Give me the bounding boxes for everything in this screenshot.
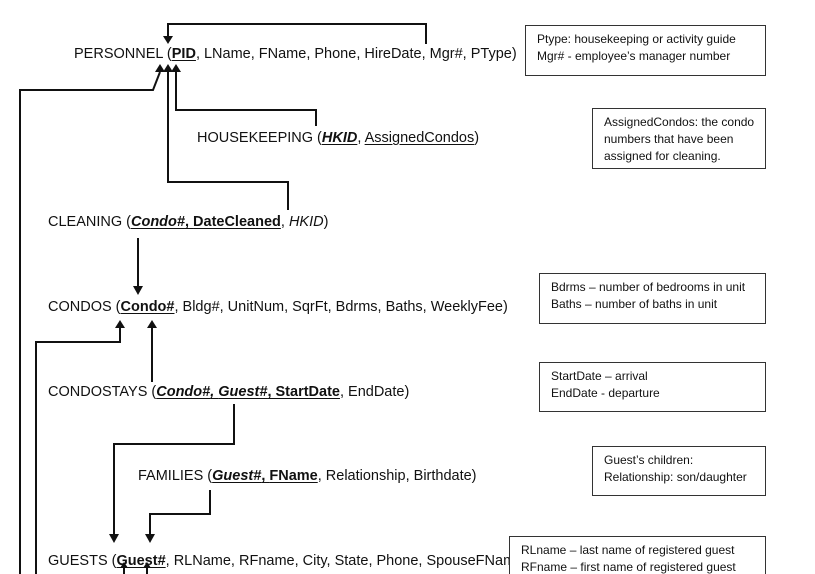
condostays-name: CONDOSTAYS <box>48 384 148 400</box>
cleaning-to-personnel-connector <box>167 72 289 210</box>
housekeeping-note: AssignedCondos: the condo numbers that h… <box>592 108 766 169</box>
families-relation: FAMILIES (Guest#, FName, Relationship, B… <box>138 468 477 484</box>
condos-note-line-2: Baths – number of baths in unit <box>551 297 718 311</box>
cleaning-key-sep: , <box>184 214 194 230</box>
personnel-attributes: , LName, FName, Phone, HireDate, Mgr#, P… <box>195 46 517 62</box>
condostays-note-line-1: StartDate – arrival <box>551 369 648 383</box>
cleaning-close: ) <box>323 214 329 230</box>
mgr-to-pid-arrowhead <box>163 36 173 44</box>
housekeeping-key: HKID <box>321 130 358 146</box>
guests-to-condos-arrowhead <box>115 320 125 328</box>
housekeeping-close: ) <box>474 130 480 146</box>
condos-note: Bdrms – number of bedrooms in unit Baths… <box>539 273 766 324</box>
housekeeping-note-line-1: AssignedCondos: the condo <box>604 115 755 129</box>
housekeeping-relation: HOUSEKEEPING (HKID, AssignedCondos) <box>197 130 480 146</box>
guests-note: RLname – last name of registered guest R… <box>509 536 766 574</box>
families-note-line-2: Relationship: son/daughter <box>604 470 747 484</box>
guests-to-condos-connector <box>35 328 121 574</box>
personnel-key: PID <box>171 46 196 62</box>
families-note: Guest’s children: Relationship: son/daug… <box>592 446 766 496</box>
cleaning-sep2: , <box>280 214 289 230</box>
mgr-to-pid-connector <box>167 23 427 44</box>
condostays-key-startdate: StartDate <box>275 384 340 400</box>
cleaning-to-condos-arrowhead <box>133 286 143 295</box>
condostays-key-condo: Condo# <box>156 384 211 400</box>
cleaning-to-personnel-arrowhead <box>163 64 173 72</box>
families-key-fname: FName <box>269 468 318 484</box>
condostays-key-guest: Guest# <box>218 384 268 400</box>
guests-to-personnel-arrowhead <box>155 64 165 72</box>
condos-attributes: , Bldg#, UnitNum, SqrFt, Bdrms, Baths, W… <box>174 299 508 315</box>
cleaning-fk-hkid: HKID <box>288 214 324 230</box>
housekeeping-to-personnel-connector <box>175 72 317 126</box>
cleaning-name: CLEANING <box>48 214 123 230</box>
families-attributes: , Relationship, Birthdate) <box>317 468 477 484</box>
families-to-guests-arrowhead <box>145 534 155 543</box>
guests-note-line-1: RLname – last name of registered guest <box>521 543 735 557</box>
condostays-to-guests-arrowhead <box>109 534 119 543</box>
guests-to-personnel-connector <box>19 71 161 574</box>
condostays-to-guests-connector <box>113 404 235 534</box>
housekeeping-sep: , <box>357 130 365 146</box>
condos-note-line-1: Bdrms – number of bedrooms in unit <box>551 280 746 294</box>
condos-relation: CONDOS (Condo#, Bldg#, UnitNum, SqrFt, B… <box>48 299 508 315</box>
guests-key-stub-1-arrowhead <box>120 562 128 568</box>
condostays-key-sep2: , <box>267 384 276 400</box>
condostays-note-line-2: EndDate - departure <box>551 386 660 400</box>
personnel-note-line-1: Ptype: housekeeping or activity guide <box>537 32 736 46</box>
families-key-sep: , <box>261 468 270 484</box>
personnel-name: PERSONNEL <box>74 46 163 62</box>
condostays-attributes: , EndDate) <box>339 384 410 400</box>
guests-note-line-2: RFname – first name of registered guest <box>521 560 736 574</box>
guests-key-stub-2-arrowhead <box>143 562 151 568</box>
guests-key: Guest# <box>116 553 166 569</box>
housekeeping-assigned-condos: AssignedCondos <box>364 130 475 146</box>
guests-relation: GUESTS (Guest#, RLName, RFname, City, St… <box>48 553 529 569</box>
housekeeping-note-line-3: assigned for cleaning. <box>604 149 721 163</box>
condostays-note: StartDate – arrival EndDate - departure <box>539 362 766 412</box>
personnel-relation: PERSONNEL (PID, LName, FName, Phone, Hir… <box>74 46 517 62</box>
families-note-line-1: Guest’s children: <box>604 453 694 467</box>
housekeeping-to-personnel-arrowhead <box>171 64 181 72</box>
guests-name: GUESTS <box>48 553 108 569</box>
families-name: FAMILIES <box>138 468 204 484</box>
condostays-to-condos-arrowhead <box>147 320 157 328</box>
condostays-relation: CONDOSTAYS (Condo#, Guest#, StartDate, E… <box>48 384 410 400</box>
housekeeping-note-line-2: numbers that have been <box>604 132 734 146</box>
families-to-guests-connector <box>149 490 211 534</box>
condos-key: Condo# <box>120 299 175 315</box>
families-key-guest: Guest# <box>212 468 262 484</box>
condostays-key-sep1: , <box>210 384 219 400</box>
condos-name: CONDOS <box>48 299 112 315</box>
personnel-note-line-2: Mgr# - employee’s manager number <box>537 49 731 63</box>
personnel-note: Ptype: housekeeping or activity guide Mg… <box>525 25 766 76</box>
guests-attributes: , RLName, RFname, City, State, Phone, Sp… <box>165 553 529 569</box>
cleaning-key-condo: Condo# <box>131 214 185 230</box>
cleaning-key-date: DateCleaned <box>193 214 281 230</box>
cleaning-relation: CLEANING (Condo#, DateCleaned, HKID) <box>48 214 329 230</box>
housekeeping-name: HOUSEKEEPING <box>197 130 314 146</box>
